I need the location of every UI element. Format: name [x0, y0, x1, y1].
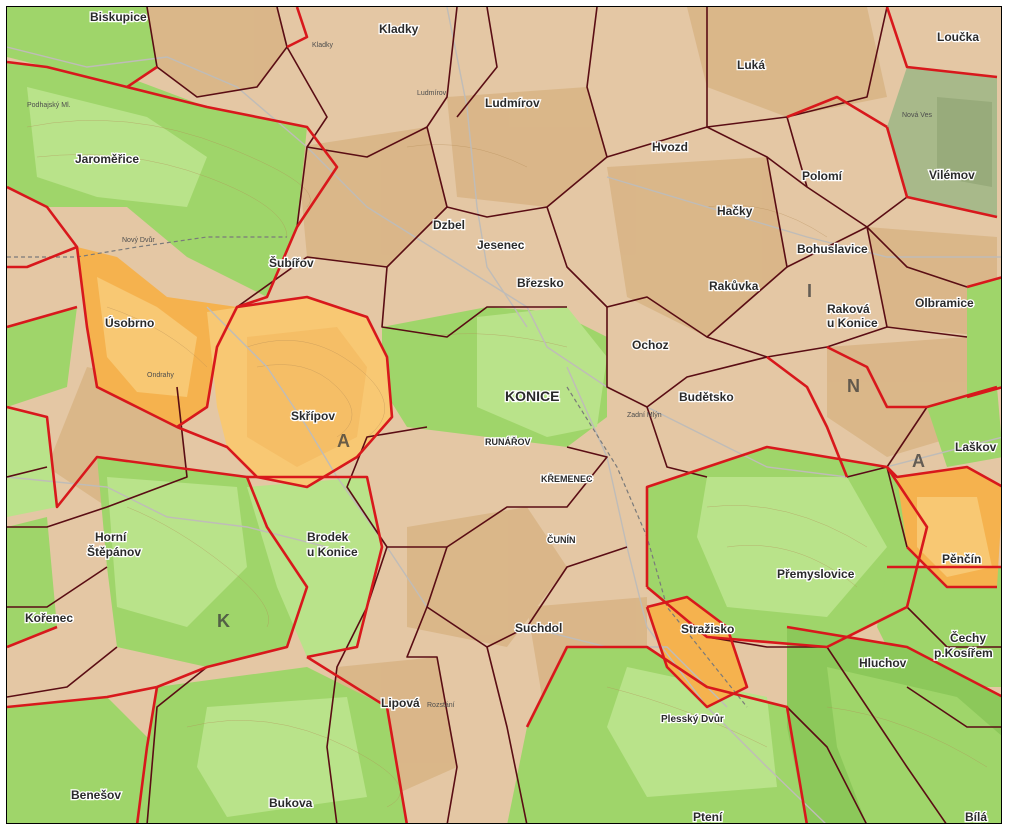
region-letter: A	[912, 451, 925, 471]
map-canvas: Ludmírov Kladky Podhajský Ml. Nový Dvůr …	[7, 7, 1001, 824]
minor-label: Nový Dvůr	[122, 236, 155, 244]
place-hacky: Hačky	[717, 204, 753, 218]
place-loucka: Loučka	[937, 30, 979, 44]
minor-labels: Ludmírov Kladky Podhajský Ml. Nový Dvůr …	[27, 42, 932, 709]
place-ludmirov: Ludmírov	[485, 96, 540, 110]
minor-label: Kladky	[312, 42, 334, 49]
place-brodek-2: u Konice	[307, 545, 358, 559]
place-cechy: Čechy	[950, 630, 986, 645]
place-rakova: Raková	[827, 302, 870, 316]
place-pteni: Ptení	[693, 810, 723, 824]
place-olbramice: Olbramice	[915, 296, 974, 310]
place-runarov: RUNÁŘOV	[485, 436, 531, 447]
minor-label: Rozstání	[427, 702, 455, 709]
region-letters: I N A A K	[217, 281, 925, 631]
place-biskupice: Biskupice	[90, 10, 147, 24]
place-konice: KONICE	[505, 388, 559, 404]
place-labels: Biskupice Kladky Luká Loučka Ludmírov Ja…	[24, 9, 998, 824]
minor-label: Zadní Mlýn	[627, 412, 662, 419]
place-jaromerice: Jaroměřice	[75, 152, 139, 166]
place-hluchov: Hluchov	[859, 656, 907, 670]
region-letter: A	[337, 431, 350, 451]
place-budetsko: Budětsko	[679, 390, 734, 404]
place-bohuslavice: Bohuslavice	[797, 242, 868, 256]
place-bukova: Bukova	[269, 796, 313, 810]
place-kladky: Kladky	[379, 22, 419, 36]
place-kremenec: KŘEMENEC	[541, 473, 593, 484]
place-bila: Bílá	[965, 810, 987, 824]
minor-label: Nová Ves	[902, 112, 932, 119]
place-horni-stepanov: Horní	[95, 530, 127, 544]
orange-highlands	[77, 247, 1001, 707]
place-premyslovice: Přemyslovice	[777, 567, 855, 581]
place-brodek: Brodek	[307, 530, 349, 544]
place-luka: Luká	[737, 58, 765, 72]
topographic-map[interactable]: Ludmírov Kladky Podhajský Ml. Nový Dvůr …	[6, 6, 1002, 824]
place-skripov: Skřípov	[291, 409, 335, 423]
place-korenec: Kořenec	[25, 611, 73, 625]
minor-label: Ondrahy	[147, 372, 174, 379]
place-pencin: Pěnčín	[942, 552, 981, 566]
place-polomi: Polomí	[802, 169, 843, 183]
place-dzbel: Dzbel	[433, 218, 465, 232]
place-jesenec: Jesenec	[477, 238, 525, 252]
place-suchdol: Suchdol	[515, 621, 562, 635]
minor-label: Ludmírov	[417, 90, 447, 97]
place-cunin: ČUNÍN	[547, 534, 576, 545]
place-vilemov: Vilémov	[929, 168, 975, 182]
region-letter: K	[217, 611, 230, 631]
district-borders	[7, 7, 1001, 823]
region-letter: I	[807, 281, 812, 301]
place-cechy-2: p.Kosířem	[934, 646, 993, 660]
place-rakova-2: u Konice	[827, 316, 878, 330]
place-plesky-dvur: Plesský Dvůr	[661, 713, 724, 725]
place-laskov: Laškov	[955, 440, 997, 454]
place-strazisko: Stražisko	[681, 622, 734, 636]
place-hvozd: Hvozd	[652, 140, 688, 154]
olive-area-dark	[937, 97, 992, 187]
place-horni-stepanov-2: Štěpánov	[87, 544, 141, 559]
place-rakuvka: Rakůvka	[709, 279, 759, 293]
region-letter: N	[847, 376, 860, 396]
place-subirov: Šubířov	[269, 255, 314, 270]
place-lipova: Lipová	[381, 696, 420, 710]
place-ochoz: Ochoz	[632, 338, 669, 352]
place-brezsko: Březsko	[517, 276, 564, 290]
place-benesov: Benešov	[71, 788, 121, 802]
minor-label: Podhajský Ml.	[27, 102, 71, 109]
place-usobrno: Úsobrno	[105, 315, 154, 330]
